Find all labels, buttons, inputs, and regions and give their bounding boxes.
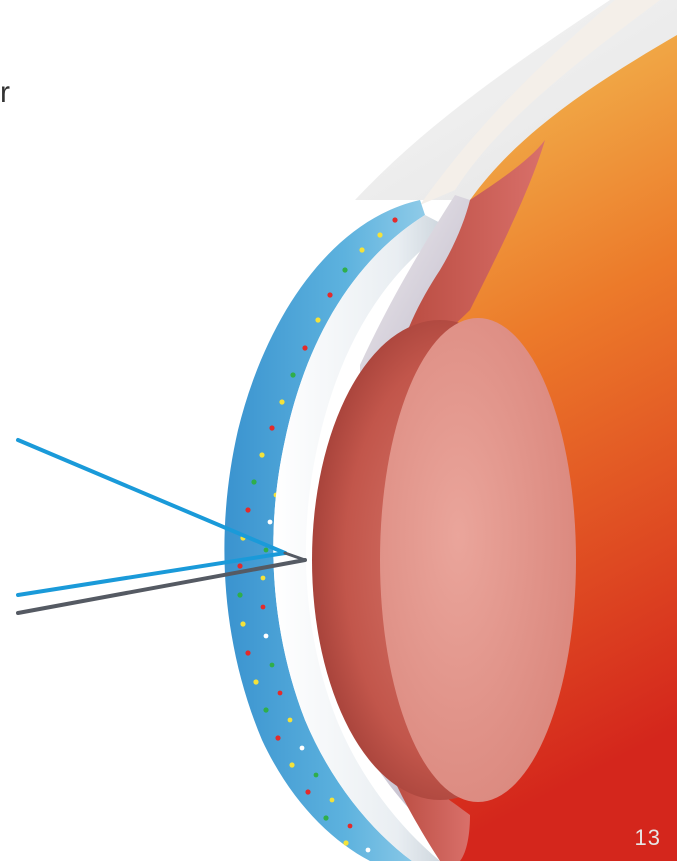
page-number: 13 xyxy=(635,825,661,851)
crystalline-lens-inner xyxy=(380,318,576,802)
cropped-heading-fragment: r xyxy=(0,78,10,108)
